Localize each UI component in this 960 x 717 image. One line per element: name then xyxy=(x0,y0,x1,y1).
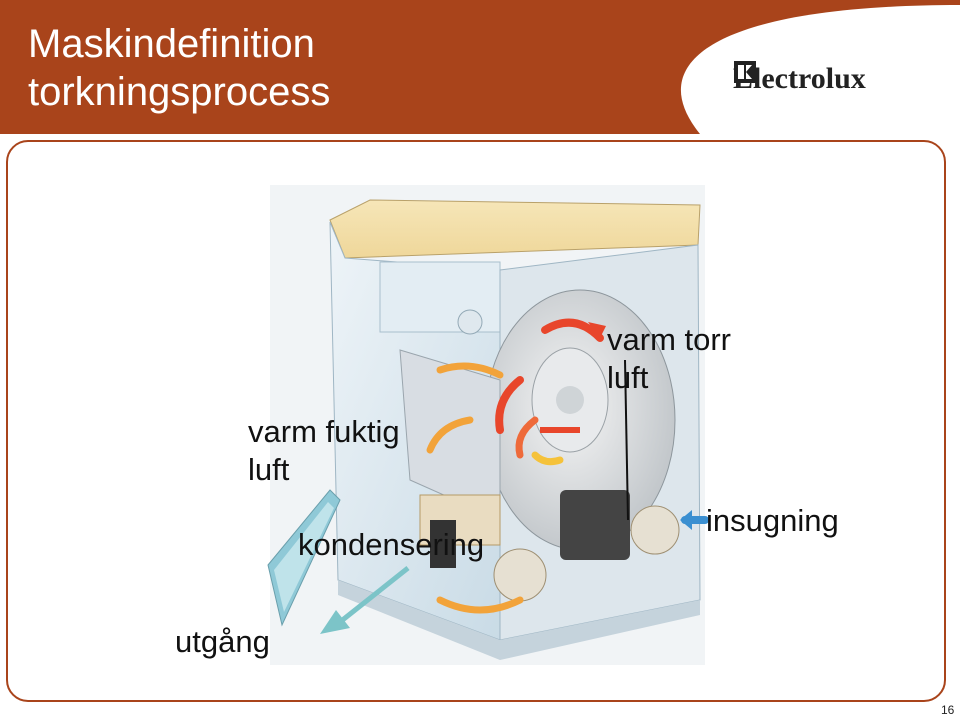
dryer-knob xyxy=(457,309,483,335)
slide-title-line-1: Maskindefinition xyxy=(28,22,315,66)
outlet-arrowhead xyxy=(320,610,350,634)
header-background xyxy=(0,0,960,134)
fan-right xyxy=(630,505,680,555)
label-warm-dry-air-line-1: varm torr xyxy=(607,322,731,357)
label-warm-humid-air-line-2: luft xyxy=(248,452,290,487)
motor xyxy=(560,490,630,560)
condenser-pump xyxy=(430,520,456,568)
slide-header: Maskindefinition torkningsprocess Electr… xyxy=(0,0,960,136)
slide-title-line-2: torkningsprocess xyxy=(28,70,331,114)
page-number: 16 xyxy=(941,703,955,717)
outlet-arrow xyxy=(338,566,410,624)
intake-arrowhead xyxy=(680,510,692,530)
warm-air-arrow-4 xyxy=(436,596,524,614)
hot-air-arrow-2 xyxy=(495,376,524,434)
hot-air-arrow-1 xyxy=(541,318,604,342)
hot-air-arrowhead-1 xyxy=(588,322,606,338)
hot-air-arrow-3 xyxy=(515,416,539,459)
internal-cable xyxy=(624,359,629,521)
electrolux-logo-mark-icon xyxy=(734,61,756,83)
warm-air-arrow-2 xyxy=(426,416,474,454)
hatch-inner xyxy=(274,502,334,612)
warm-air-arrow-1 xyxy=(436,362,504,379)
electrolux-logo: Electrolux xyxy=(733,60,866,98)
label-warm-dry-air-line-2: luft xyxy=(607,360,649,395)
warm-air-arrow-3 xyxy=(531,451,564,466)
drum-hub xyxy=(556,386,584,414)
label-warm-humid-air-line-1: varm fuktig xyxy=(248,414,400,449)
label-outlet: utgång xyxy=(175,624,270,659)
label-condensation: kondensering xyxy=(298,527,485,562)
dryer-base xyxy=(338,580,700,660)
label-intake: insugning xyxy=(706,503,839,538)
fan-left xyxy=(493,548,547,602)
